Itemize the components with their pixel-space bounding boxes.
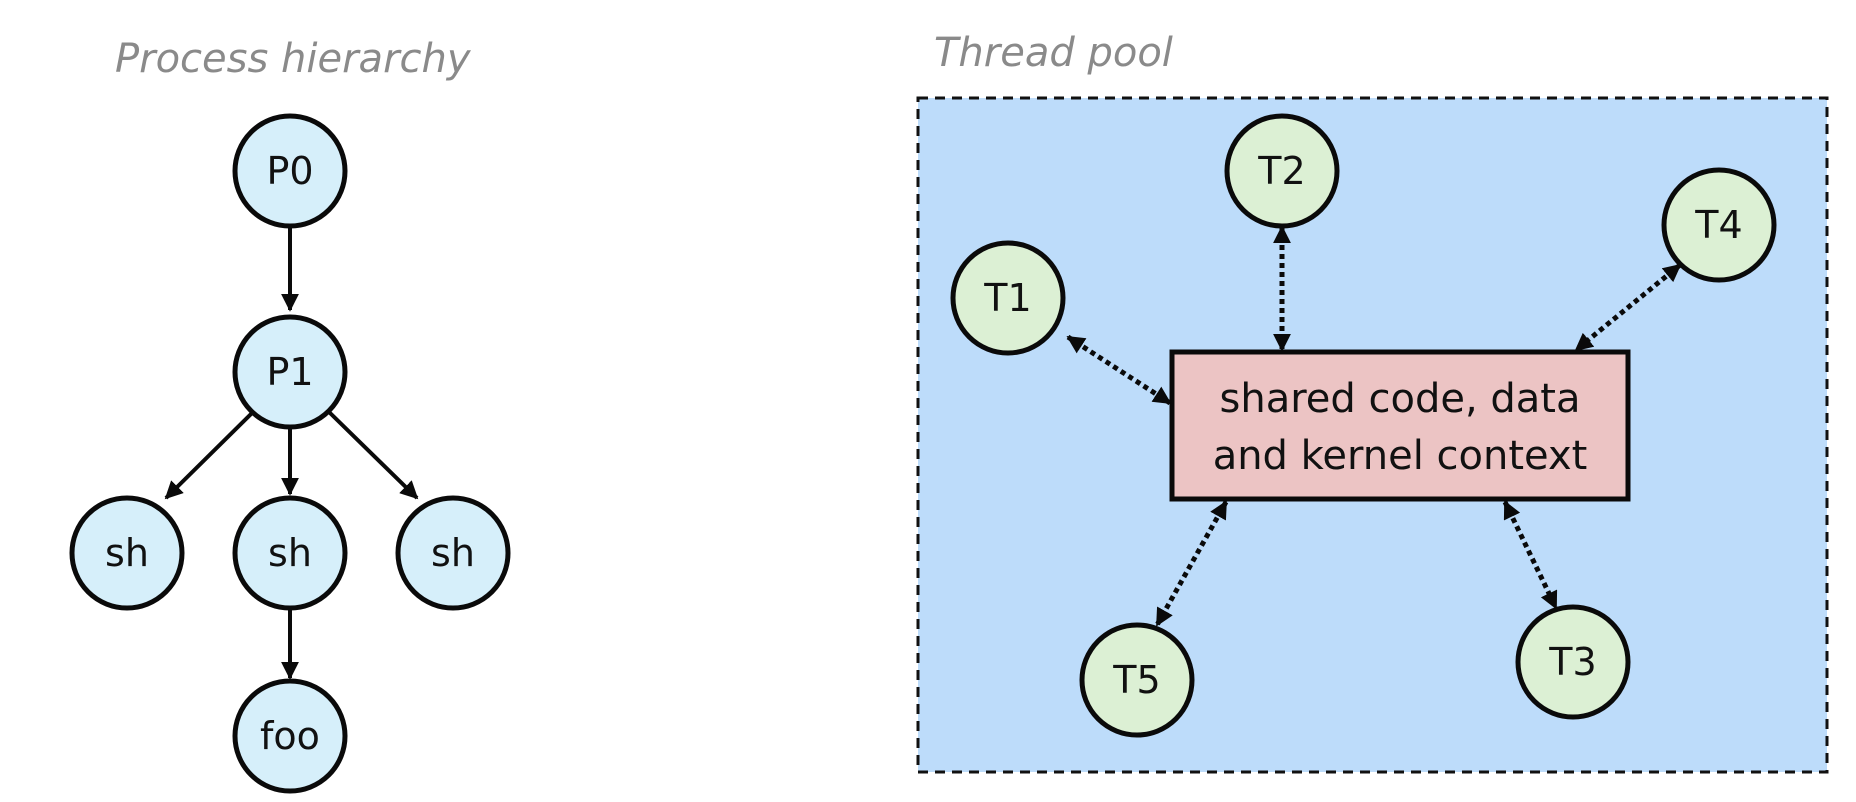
- process-node-sh-right: sh: [395, 495, 511, 611]
- thread-node-t1: T1: [950, 240, 1066, 356]
- process-node-label: P1: [266, 350, 313, 394]
- link-t4-shared: [1574, 263, 1682, 352]
- thread-node-label: T3: [1548, 640, 1596, 684]
- process-node-sh-mid: sh: [232, 495, 348, 611]
- process-node-label: P0: [266, 149, 313, 193]
- thread-node-t3: T3: [1515, 604, 1631, 720]
- thread-node-t5: T5: [1079, 622, 1195, 738]
- process-node-label: sh: [268, 531, 312, 575]
- link-t3-shared: [1502, 500, 1559, 610]
- thread-node-label: T2: [1257, 149, 1305, 193]
- process-node-label: foo: [260, 714, 320, 758]
- process-node-p0: P0: [232, 113, 348, 229]
- thread-node-t4: T4: [1661, 167, 1777, 283]
- shared-context-box: shared code, data and kernel context: [1169, 349, 1631, 502]
- link-t1-shared: [1066, 334, 1172, 406]
- process-node-label: sh: [431, 531, 475, 575]
- edge-p1-sh-right: [326, 409, 419, 500]
- thread-node-label: T4: [1694, 203, 1742, 247]
- thread-node-label: T5: [1112, 658, 1160, 702]
- process-edges: [164, 227, 419, 680]
- thread-links: [1066, 225, 1682, 627]
- thread-pool-diagram: Thread pool shared code, data and kernel…: [916, 30, 1829, 774]
- shared-context-line-1: shared code, data: [1220, 376, 1581, 422]
- thread-node-t2: T2: [1224, 113, 1340, 229]
- process-hierarchy-title: Process hierarchy: [115, 36, 472, 82]
- thread-pool-title: Thread pool: [934, 30, 1173, 76]
- process-node-foo: foo: [232, 678, 348, 794]
- shared-context-line-2: and kernel context: [1213, 433, 1588, 479]
- edge-p1-sh-left: [164, 409, 256, 500]
- link-t5-shared: [1154, 500, 1229, 627]
- thread-node-label: T1: [983, 276, 1031, 320]
- process-node-label: sh: [105, 531, 149, 575]
- process-hierarchy-diagram: Process hierarchy P0 P1 sh sh sh: [69, 36, 511, 794]
- process-node-p1: P1: [232, 314, 348, 430]
- process-node-sh-left: sh: [69, 495, 185, 611]
